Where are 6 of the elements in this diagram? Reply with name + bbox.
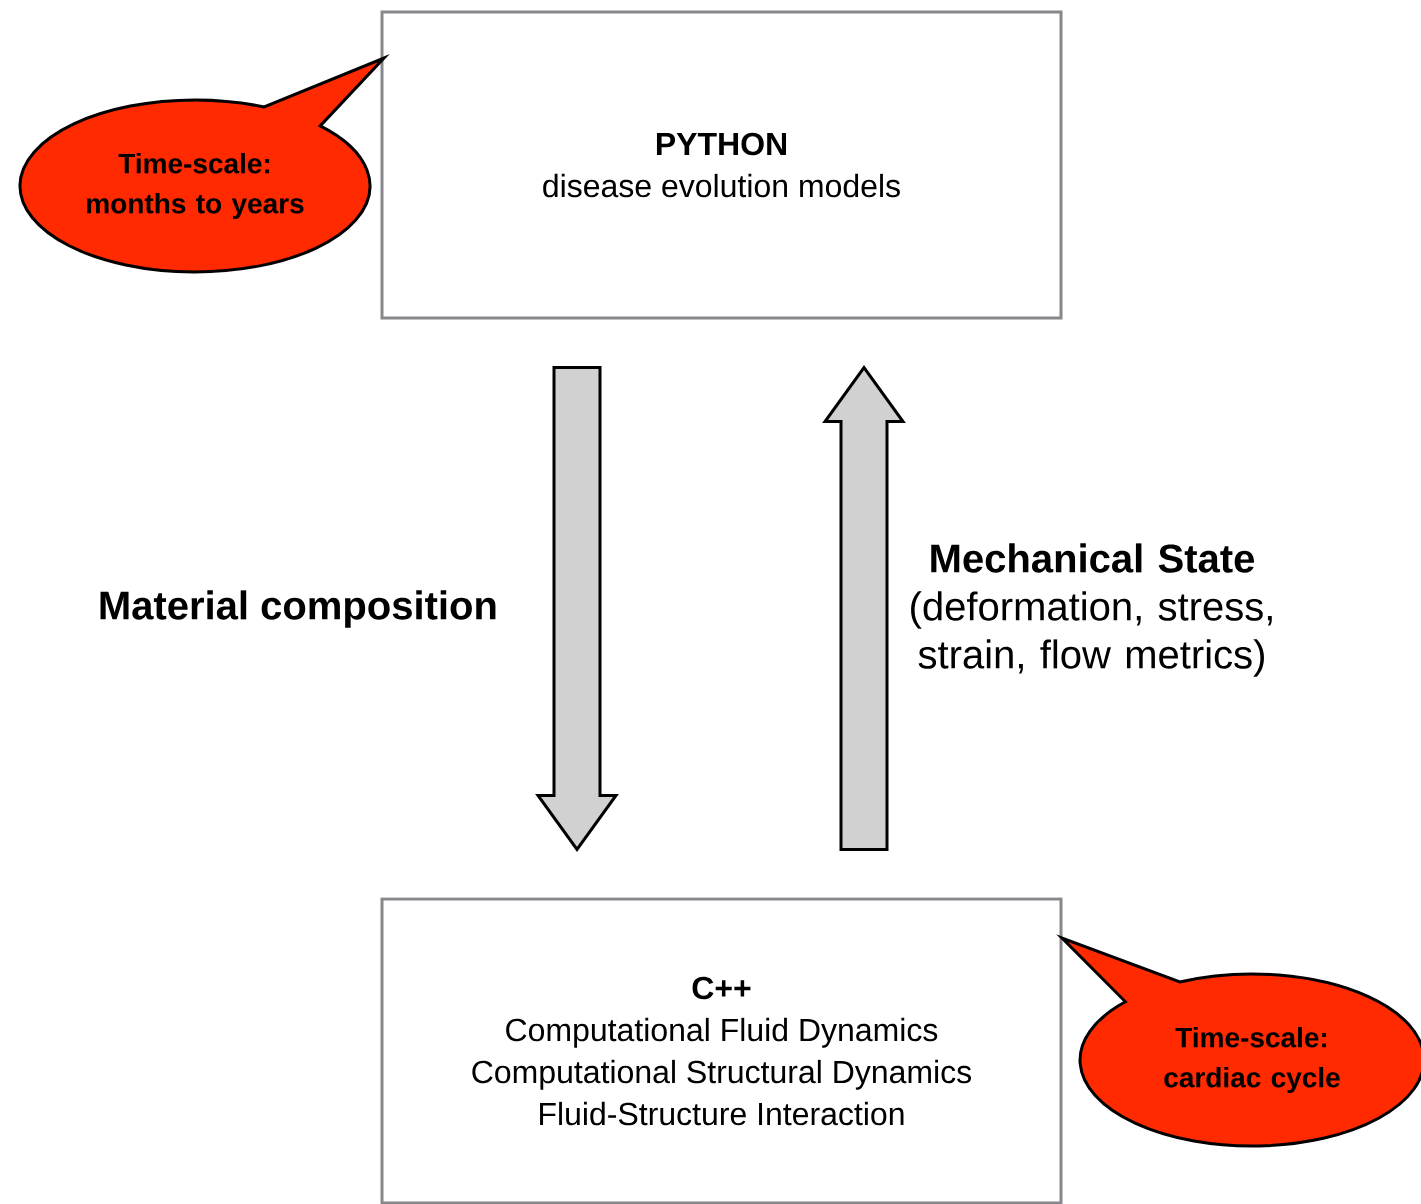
block-arrow [535,366,619,853]
edge-label: Material composition [100,590,496,628]
edge-label: Mechanical State (deformation, stress, strain, flow metrics) [911,543,1272,677]
process-box: C++ Computational Fluid Dynamics Computational Structural Dynamics Fluid-Structure Interaction [380,897,1063,1204]
process-box: PYTHON disease evolution models [380,10,1063,320]
block-arrow [822,364,906,851]
